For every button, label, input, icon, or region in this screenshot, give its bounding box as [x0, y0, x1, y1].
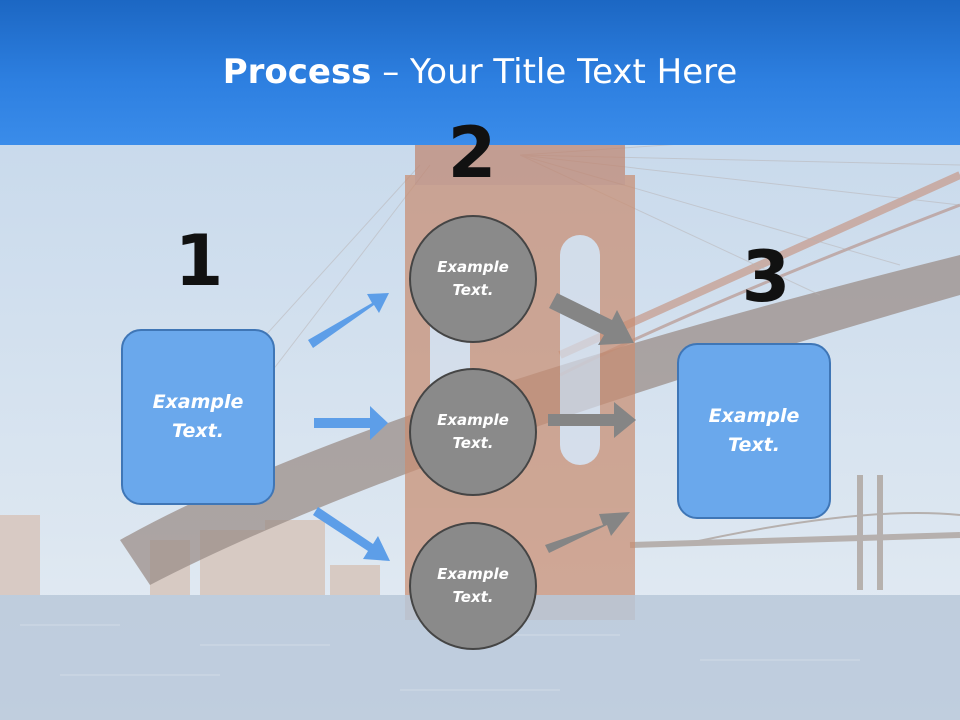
step-number-3: 3	[741, 236, 791, 318]
circle-bottom-text: Example Text.	[428, 563, 518, 609]
gray-arrow-up-icon	[545, 512, 630, 553]
left-process-box[interactable]: Example Text.	[121, 329, 275, 505]
circle-top-text: Example Text.	[428, 256, 518, 302]
circle-bottom-line1: Example	[437, 565, 509, 583]
right-process-box[interactable]: Example Text.	[677, 343, 831, 519]
process-circle-bottom[interactable]: Example Text.	[409, 522, 537, 650]
process-circle-top[interactable]: Example Text.	[409, 215, 537, 343]
right-box-line2: Text.	[728, 434, 780, 456]
circle-bottom-line2: Text.	[452, 588, 494, 606]
step-number-2: 2	[447, 112, 497, 194]
blue-arrow-up-icon	[308, 293, 389, 348]
blue-arrow-right-icon	[314, 406, 388, 440]
title-bold: Process	[222, 52, 372, 92]
left-box-line1: Example	[152, 391, 244, 413]
circle-top-line2: Text.	[452, 281, 494, 299]
gray-arrow-right-icon	[548, 402, 636, 438]
step-number-1: 1	[174, 220, 224, 302]
right-box-line1: Example	[708, 405, 800, 427]
blue-arrow-down-icon	[313, 507, 390, 561]
slide-title: Process – Your Title Text Here	[0, 52, 960, 92]
right-box-text: Example Text.	[699, 402, 809, 460]
left-box-text: Example Text.	[143, 388, 253, 446]
circle-top-line1: Example	[437, 258, 509, 276]
circle-middle-line1: Example	[437, 411, 509, 429]
circle-middle-line2: Text.	[452, 434, 494, 452]
header-band	[0, 0, 960, 145]
process-circle-middle[interactable]: Example Text.	[409, 368, 537, 496]
circle-middle-text: Example Text.	[428, 409, 518, 455]
left-box-line2: Text.	[172, 420, 224, 442]
title-rest: – Your Title Text Here	[371, 52, 738, 92]
gray-arrow-down-icon	[549, 293, 634, 345]
